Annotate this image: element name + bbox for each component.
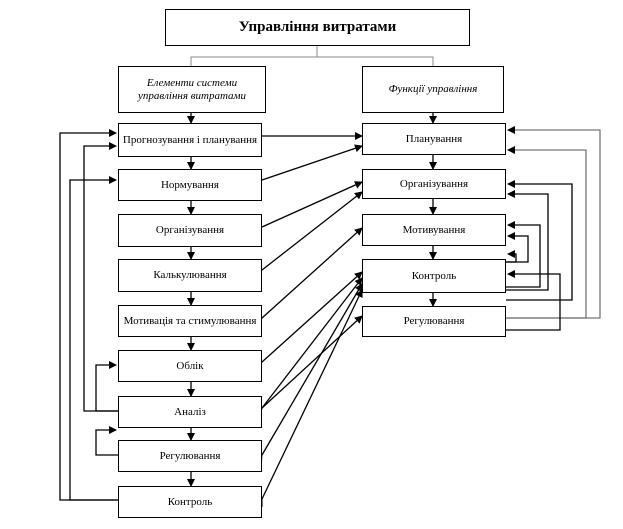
left-item-costing: Калькулювання <box>118 259 262 292</box>
left-item-motivation-stimulation: Мотивація та стимулювання <box>118 305 262 337</box>
left-column-header: Елементи системи управління витратами <box>118 66 266 113</box>
diagram-title: Управління витратами <box>165 9 470 46</box>
right-item-control: Контроль <box>362 259 506 293</box>
title-connector <box>190 46 434 66</box>
left-item-organizing: Організування <box>118 214 262 247</box>
right-item-motivating: Мотивування <box>362 214 506 246</box>
left-item-control: Контроль <box>118 486 262 518</box>
left-item-analysis: Аналіз <box>118 396 262 428</box>
left-item-accounting: Облік <box>118 350 262 382</box>
left-item-forecasting-planning: Прогнозування і планування <box>118 123 262 157</box>
right-item-regulation: Регулювання <box>362 306 506 337</box>
right-item-organizing: Організування <box>362 169 506 199</box>
right-column-header: Функції управління <box>362 66 504 113</box>
right-item-planning: Планування <box>362 123 506 155</box>
left-item-rationing: Нормування <box>118 169 262 201</box>
left-item-regulation: Регулювання <box>118 440 262 472</box>
